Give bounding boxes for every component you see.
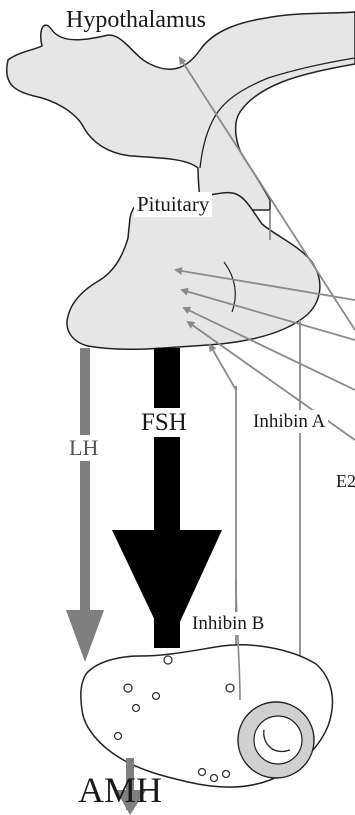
amh-label: AMH — [78, 772, 162, 808]
inhibin-a-label: Inhibin A — [250, 410, 328, 433]
fsh-label: FSH — [138, 408, 190, 437]
fsh-arrow — [112, 348, 222, 648]
pituitary-label: Pituitary — [134, 192, 212, 217]
hypothalamus-label: Hypothalamus — [66, 8, 206, 32]
dominant-follicle — [238, 702, 314, 778]
lh-label: LH — [66, 435, 101, 461]
e2-label: E2 — [333, 470, 355, 492]
inhibin-b-label: Inhibin B — [189, 612, 267, 635]
lh-arrow — [66, 348, 104, 662]
hypothalamus-shape — [7, 12, 355, 210]
